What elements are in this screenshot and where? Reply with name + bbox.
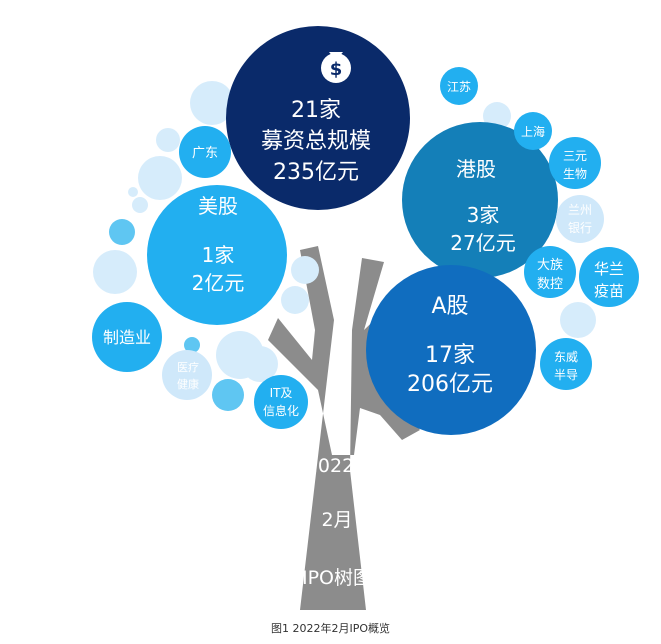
tag-it-informatization: IT及 信息化 bbox=[254, 375, 308, 429]
tag-hualan-vaccine: 华兰 疫苗 bbox=[579, 247, 639, 307]
total-count: 21家 bbox=[291, 98, 341, 123]
a-share-count: 17家 bbox=[425, 343, 475, 368]
svg-text:三元: 三元 bbox=[563, 149, 587, 163]
tag-manufacturing: 制造业 bbox=[92, 302, 162, 372]
tag-sanyuan-bio: 三元 生物 bbox=[549, 137, 601, 189]
trunk-label: IPO树图 bbox=[302, 567, 372, 589]
hk-market-bubble: 港股 3家 27亿元 bbox=[402, 122, 558, 278]
svg-text:数控: 数控 bbox=[537, 277, 563, 292]
svg-text:大族: 大族 bbox=[537, 257, 563, 273]
svg-text:银行: 银行 bbox=[568, 221, 592, 235]
figure-caption: 图1 2022年2月IPO概览 bbox=[270, 622, 391, 635]
svg-text:IT及: IT及 bbox=[270, 386, 293, 400]
hk-title: 港股 bbox=[456, 157, 496, 181]
us-amount: 2亿元 bbox=[192, 271, 245, 295]
us-market-bubble: 美股 1家 2亿元 bbox=[147, 185, 287, 325]
svg-text:华兰: 华兰 bbox=[594, 260, 624, 278]
tag-medical-health: 医疗 健康 bbox=[162, 350, 212, 400]
tag-dongwei-semi: 东威 半导 bbox=[540, 338, 592, 390]
svg-text:江苏: 江苏 bbox=[447, 80, 471, 94]
svg-text:半导: 半导 bbox=[554, 368, 578, 382]
svg-text:制造业: 制造业 bbox=[103, 328, 151, 347]
decorative-bubbles bbox=[93, 81, 596, 411]
svg-text:信息化: 信息化 bbox=[263, 403, 299, 418]
tag-jiangsu: 江苏 bbox=[440, 67, 478, 105]
tag-guangdong: 广东 bbox=[179, 126, 231, 178]
a-share-amount: 206亿元 bbox=[407, 372, 493, 397]
hk-amount: 27亿元 bbox=[450, 231, 515, 255]
total-label: 募资总规模 bbox=[261, 129, 371, 154]
a-share-bubble: A股 17家 206亿元 bbox=[366, 265, 536, 435]
tag-dazu-cnc: 大族 数控 bbox=[524, 246, 576, 298]
svg-text:东威: 东威 bbox=[554, 350, 578, 364]
tag-shanghai: 上海 bbox=[514, 112, 552, 150]
svg-text:上海: 上海 bbox=[521, 124, 545, 139]
a-share-title: A股 bbox=[431, 294, 468, 319]
svg-text:疫苗: 疫苗 bbox=[594, 282, 624, 300]
svg-text:生物: 生物 bbox=[563, 167, 587, 181]
money-bag-icon: $ bbox=[321, 52, 351, 83]
svg-text:兰州: 兰州 bbox=[568, 203, 592, 217]
us-count: 1家 bbox=[202, 243, 235, 267]
trunk-year: 2022 bbox=[306, 455, 354, 477]
hk-count: 3家 bbox=[467, 203, 500, 227]
svg-text:$: $ bbox=[330, 59, 343, 80]
tag-lanzhou-bank: 兰州 银行 bbox=[556, 195, 604, 243]
svg-text:广东: 广东 bbox=[192, 146, 218, 161]
svg-text:医疗: 医疗 bbox=[177, 360, 199, 374]
total-bubble: $ 21家 募资总规模 235亿元 bbox=[226, 26, 410, 210]
svg-text:健康: 健康 bbox=[177, 377, 199, 391]
us-title: 美股 bbox=[198, 194, 238, 218]
total-amount: 235亿元 bbox=[273, 160, 359, 185]
trunk-month: 2月 bbox=[321, 509, 352, 531]
